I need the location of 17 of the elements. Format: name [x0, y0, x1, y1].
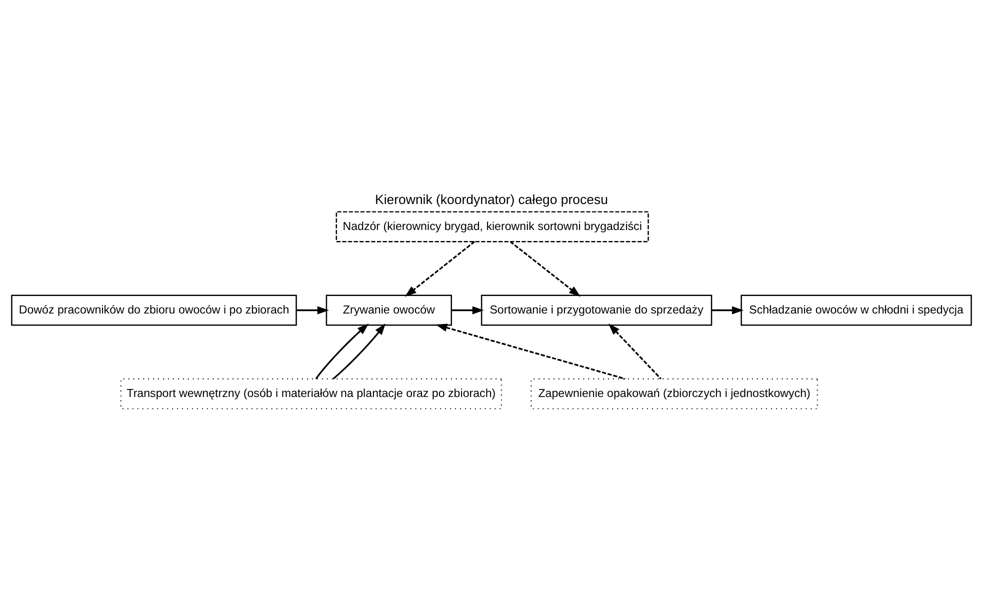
node-box: Zrywanie owoców [326, 294, 452, 326]
diagram-title: Kierownik (koordynator) całego procesu [375, 192, 608, 208]
arrow [452, 306, 484, 314]
arrow [296, 306, 329, 314]
arrow [404, 240, 476, 297]
node-box: Sortowanie i przygotowanie do sprzedaży [480, 294, 712, 326]
arrow [332, 323, 386, 380]
node-box: Transport wewnętrzny (osób i materiałów na plantacje oraz po zbiorach) [120, 378, 502, 410]
node-box: Schładzanie owoców w chłodni i spedycja [740, 294, 972, 326]
arrow [315, 324, 369, 380]
arrow [510, 240, 580, 297]
node-box: Dowóz pracowników do zbioru owoców i po zbiorach [11, 294, 297, 326]
arrow [712, 306, 744, 314]
node-box: Zapewnienie opakowań (zbiorczych i jednostkowych) [530, 378, 818, 410]
arrow [436, 324, 626, 380]
arrow [608, 324, 662, 380]
node-box: Nadzór (kierownicy brygad, kierownik sortowni brygadziści [336, 211, 649, 242]
